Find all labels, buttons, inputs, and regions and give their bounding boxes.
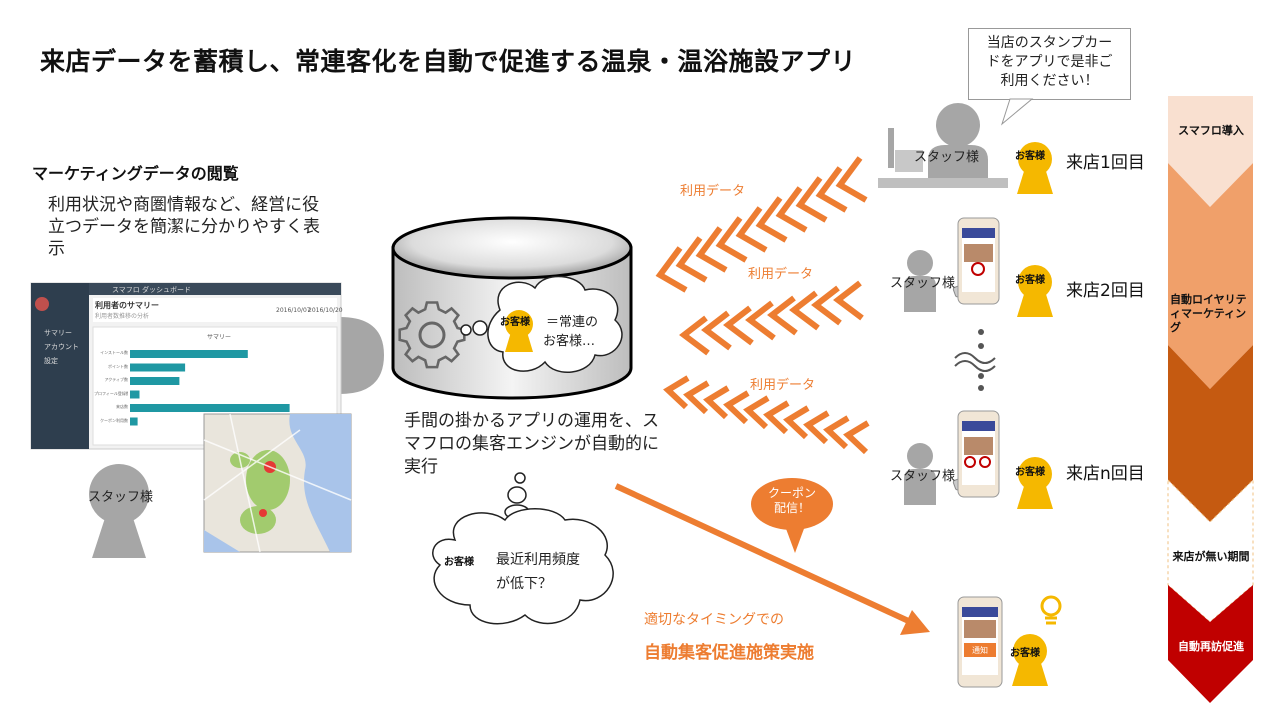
dashboard-bar-5 bbox=[130, 417, 138, 426]
customer-thought-bubble bbox=[432, 472, 614, 625]
data-stream-1 bbox=[655, 156, 868, 293]
staff-label-left: スタッフ様 bbox=[88, 490, 154, 505]
dashboard-bars bbox=[130, 350, 290, 426]
auto-action-arrow bbox=[614, 483, 930, 635]
staff-label-visitn: スタッフ様 bbox=[890, 469, 956, 484]
db-regular-line-2: お客様… bbox=[543, 334, 596, 349]
dashboard-bar-label-5: クーポン利用数 bbox=[100, 417, 128, 423]
stage-label-2: 自動ロイヤリティマーケティング bbox=[1170, 293, 1247, 334]
timing-text: 適切なタイミングでの bbox=[644, 612, 784, 628]
dashboard-bar-label-0: インストール数 bbox=[100, 350, 128, 355]
dashboard-bar-2 bbox=[130, 377, 180, 385]
staff-icon-visit2 bbox=[904, 250, 936, 312]
speech-line-3: 利用ください！ bbox=[1000, 73, 1099, 89]
staff-icon-counter bbox=[878, 103, 1008, 188]
speech-line-2: ドをアプリで是非ご bbox=[986, 54, 1113, 70]
dashboard-bar-3 bbox=[130, 390, 140, 399]
customer-icon-db bbox=[505, 310, 533, 352]
dashboard-menu-2: アカウント bbox=[44, 343, 79, 351]
customer-icon-notify bbox=[1012, 634, 1048, 686]
dashboard-date-to: 2016/10/20 bbox=[308, 307, 343, 314]
visit-label-n: 来店n回目 bbox=[1066, 464, 1145, 484]
stage-label-4: 来店が無い期間 bbox=[1172, 550, 1250, 563]
phone-notice: 通知 bbox=[972, 646, 988, 655]
phone-visitn bbox=[957, 410, 1000, 498]
customer-icon-visit1 bbox=[1017, 142, 1053, 194]
gear-icon bbox=[398, 301, 466, 369]
auto-action-text: 自動集客促進施策実施 bbox=[644, 643, 814, 663]
usage-data-label-3: 利用データ bbox=[750, 378, 816, 393]
speech-tail bbox=[1001, 98, 1034, 126]
map-image bbox=[203, 413, 352, 553]
dashboard-bar-label-1: ポイント数 bbox=[108, 363, 128, 369]
dashboard-bar-0 bbox=[130, 350, 248, 358]
dashboard-chart-title: サマリー bbox=[207, 334, 232, 341]
dashboard-bar-1 bbox=[130, 363, 186, 372]
stage-label-5: 自動再訪促進 bbox=[1178, 640, 1244, 653]
staff-icon-left bbox=[89, 464, 149, 558]
dashboard-panel-title: 利用者のサマリー bbox=[95, 301, 159, 310]
data-stream-2 bbox=[679, 280, 864, 356]
dashboard-bar-label-3: プロフィール登録数 bbox=[94, 390, 128, 396]
page-title: 来店データを蓄積し、常連客化を自動で促進する温泉・温浴施設アプリ bbox=[40, 47, 857, 76]
customer-label-visitn: お客様 bbox=[1015, 467, 1045, 478]
phone-notify bbox=[957, 596, 1003, 688]
customer-label-visit1: お客様 bbox=[1015, 151, 1045, 162]
stage-3-chevron bbox=[1168, 345, 1253, 522]
visit-label-2: 来店2回目 bbox=[1066, 281, 1145, 301]
db-regular-line-1: ＝常連の bbox=[546, 315, 599, 330]
dashboard-menu-1: サマリー bbox=[44, 329, 72, 337]
customer-icon-visit2 bbox=[1017, 265, 1053, 317]
coupon-line-1: クーポン bbox=[767, 486, 816, 500]
thought-line-1: 最近利用頻度 bbox=[496, 552, 580, 568]
customer-label-thought: お客様 bbox=[444, 557, 474, 568]
staff-label-visit2: スタッフ様 bbox=[890, 276, 956, 291]
phones bbox=[957, 217, 1003, 688]
engine-text: 手間の掛かるアプリの運用を、スマフロの集客エンジンが自動的に実行 bbox=[404, 411, 659, 477]
usage-data-label-1: 利用データ bbox=[680, 184, 746, 199]
dashboard-date-from: 2016/10/07 bbox=[276, 307, 311, 314]
phone-visit2 bbox=[957, 217, 1000, 305]
dashboard-bar-4 bbox=[130, 404, 290, 412]
stage-1-chevron bbox=[1168, 96, 1253, 207]
speech-line-1: 当店のスタンプカー bbox=[986, 35, 1113, 51]
customer-label-db: お客様 bbox=[500, 317, 530, 328]
coupon-text: クーポン 配信！ bbox=[755, 486, 829, 516]
dashboard-bar-label-4: 来店数 bbox=[116, 404, 128, 409]
dashboard-menu-3: 設定 bbox=[44, 357, 58, 365]
dashboard-header: スマフロ ダッシュボード bbox=[112, 286, 192, 294]
lightbulb-icon bbox=[1040, 595, 1062, 625]
ellipsis-dots bbox=[954, 329, 996, 391]
stage-5-chevron bbox=[1168, 585, 1253, 703]
marketing-desc: 利用状況や商圏情報など、経営に役立つデータを簡潔に分かりやすく表示 bbox=[48, 195, 320, 259]
customer-label-visit2: お客様 bbox=[1015, 275, 1045, 286]
marketing-heading: マーケティングデータの閲覧 bbox=[32, 164, 239, 183]
visit-label-1: 来店1回目 bbox=[1066, 153, 1145, 173]
stage-2-chevron bbox=[1168, 163, 1253, 389]
usage-data-label-2: 利用データ bbox=[748, 267, 814, 282]
dashboard-panel-sub: 利用者数推移の分析 bbox=[95, 313, 150, 320]
dashboard-bar-label-2: アクティブ数 bbox=[104, 377, 128, 382]
coupon-line-2: 配信！ bbox=[773, 501, 810, 515]
speech-bubble: 当店のスタンプカー ドをアプリで是非ご 利用ください！ bbox=[968, 28, 1131, 100]
stage-label-1: スマフロ導入 bbox=[1178, 124, 1244, 137]
staff-icon-visitn bbox=[904, 443, 936, 505]
coupon-bubble bbox=[751, 478, 833, 553]
staff-label-counter: スタッフ様 bbox=[914, 150, 980, 165]
customer-label-notify: お客様 bbox=[1010, 648, 1040, 659]
thought-line-2: が低下？ bbox=[496, 576, 552, 592]
staff-figures bbox=[89, 103, 1008, 558]
stage-bar bbox=[1167, 96, 1254, 703]
customer-icon-visitn bbox=[1017, 457, 1053, 509]
data-stream-3 bbox=[663, 375, 870, 455]
